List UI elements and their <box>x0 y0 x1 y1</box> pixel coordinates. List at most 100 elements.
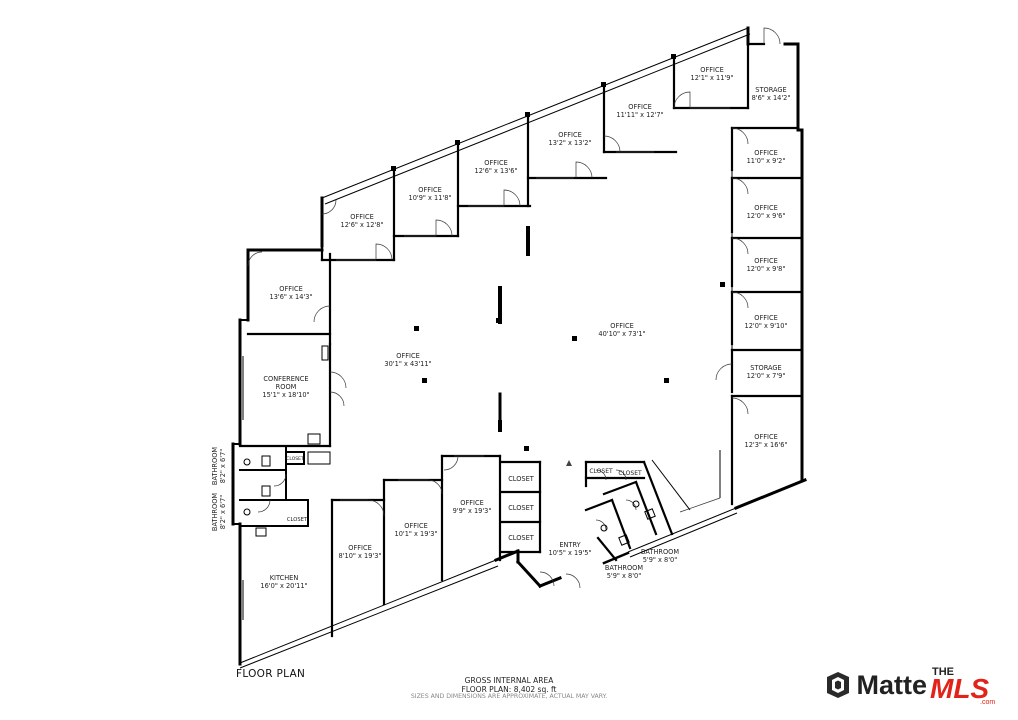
top-office-partitions <box>320 27 781 262</box>
svg-text:10'1" x 19'3": 10'1" x 19'3" <box>395 530 438 538</box>
closet-label: CLOSET <box>508 534 535 542</box>
svg-text:BATHROOM: BATHROOM <box>605 564 643 572</box>
svg-text:OFFICE: OFFICE <box>754 257 778 265</box>
svg-text:CONFERENCE: CONFERENCE <box>263 375 308 383</box>
mls-main-text: MLS <box>930 673 989 704</box>
dimensions-disclaimer: SIZES AND DIMENSIONS ARE APPROXIMATE, AC… <box>410 693 608 700</box>
svg-text:STORAGE: STORAGE <box>755 86 786 94</box>
exterior-walls <box>231 26 807 669</box>
closet-label: CLOSET <box>589 468 613 475</box>
svg-text:10'5" x 19'5": 10'5" x 19'5" <box>549 549 592 557</box>
interior-columns <box>414 226 725 451</box>
svg-text:12'0" x 7'9": 12'0" x 7'9" <box>747 372 786 380</box>
svg-text:16'0" x 20'11": 16'0" x 20'11" <box>260 582 307 590</box>
brand-name: Matte <box>856 669 927 700</box>
svg-text:BATHROOM: BATHROOM <box>211 447 219 485</box>
svg-text:BATHROOM: BATHROOM <box>641 548 679 556</box>
right-office-partitions <box>679 126 804 513</box>
matterport-cube-icon <box>827 672 850 698</box>
svg-text:8'10" x 19'3": 8'10" x 19'3" <box>339 552 382 560</box>
plan-title: FLOOR PLAN <box>236 668 306 680</box>
brand-logo: Matte THE MLS .com <box>824 664 998 706</box>
svg-text:OFFICE: OFFICE <box>558 131 582 139</box>
svg-text:12'3" x 16'6": 12'3" x 16'6" <box>745 441 788 449</box>
svg-text:8'2" x 6'7": 8'2" x 6'7" <box>219 449 227 484</box>
closet-label: CLOSET <box>618 470 642 477</box>
svg-text:OFFICE: OFFICE <box>628 103 652 111</box>
closet-label: CLOSET <box>287 517 308 523</box>
svg-text:OFFICE: OFFICE <box>460 499 484 507</box>
svg-text:12'6" x 13'6": 12'6" x 13'6" <box>475 167 518 175</box>
svg-text:OFFICE: OFFICE <box>404 522 428 530</box>
svg-text:12'0" x 9'6": 12'0" x 9'6" <box>747 212 786 220</box>
gross-area-value: FLOOR PLAN: 8,402 sq. ft <box>461 685 557 694</box>
svg-text:11'11" x 12'7": 11'11" x 12'7" <box>616 111 663 119</box>
svg-text:5'9" x 8'0": 5'9" x 8'0" <box>607 572 642 580</box>
svg-text:OFFICE: OFFICE <box>484 159 508 167</box>
svg-text:OFFICE: OFFICE <box>754 204 778 212</box>
mls-top-text: THE <box>932 666 954 678</box>
svg-text:ROOM: ROOM <box>276 383 297 391</box>
svg-text:OFFICE: OFFICE <box>418 186 442 194</box>
the-mls-logo: THE MLS .com <box>930 666 995 706</box>
svg-text:OFFICE: OFFICE <box>754 314 778 322</box>
svg-text:13'6" x 14'3": 13'6" x 14'3" <box>270 293 313 301</box>
svg-text:5'9" x 8'0": 5'9" x 8'0" <box>643 556 678 564</box>
svg-text:KITCHEN: KITCHEN <box>270 574 299 582</box>
svg-text:9'9" x 19'3": 9'9" x 19'3" <box>453 507 492 515</box>
closet-label: CLOSET <box>286 456 304 462</box>
svg-text:30'1" x 43'11": 30'1" x 43'11" <box>384 360 431 368</box>
bottom-office-partitions <box>330 392 542 638</box>
svg-text:12'0" x 9'10": 12'0" x 9'10" <box>745 322 788 330</box>
left-room-partitions <box>238 251 347 620</box>
svg-text:13'2" x 13'2": 13'2" x 13'2" <box>549 139 592 147</box>
svg-text:12'0" x 9'8": 12'0" x 9'8" <box>747 265 786 273</box>
svg-text:15'1" x 18'10": 15'1" x 18'10" <box>262 391 309 399</box>
svg-text:8'6" x 14'2": 8'6" x 14'2" <box>752 94 791 102</box>
closet-labels: CLOSET CLOSET CLOSET CLOSET CLOSET CLOSE… <box>286 456 642 542</box>
svg-text:10'9" x 11'8": 10'9" x 11'8" <box>409 194 452 202</box>
svg-text:12'6" x 12'8": 12'6" x 12'8" <box>341 221 384 229</box>
svg-text:OFFICE: OFFICE <box>700 66 724 74</box>
svg-text:OFFICE: OFFICE <box>279 285 303 293</box>
closet-label: CLOSET <box>508 475 535 483</box>
svg-text:OFFICE: OFFICE <box>610 322 634 330</box>
svg-text:STORAGE: STORAGE <box>750 364 781 372</box>
svg-text:ENTRY: ENTRY <box>559 541 581 549</box>
svg-text:12'1" x 11'9": 12'1" x 11'9" <box>691 74 734 82</box>
svg-text:BATHROOM: BATHROOM <box>211 493 219 531</box>
svg-text:40'10" x 73'1": 40'10" x 73'1" <box>598 330 645 338</box>
svg-text:OFFICE: OFFICE <box>396 352 420 360</box>
svg-text:OFFICE: OFFICE <box>754 433 778 441</box>
svg-text:8'2" x 6'7": 8'2" x 6'7" <box>219 495 227 530</box>
svg-text:OFFICE: OFFICE <box>754 149 778 157</box>
svg-text:11'0" x 9'2": 11'0" x 9'2" <box>747 157 786 165</box>
closet-label: CLOSET <box>508 504 535 512</box>
svg-text:OFFICE: OFFICE <box>350 213 374 221</box>
